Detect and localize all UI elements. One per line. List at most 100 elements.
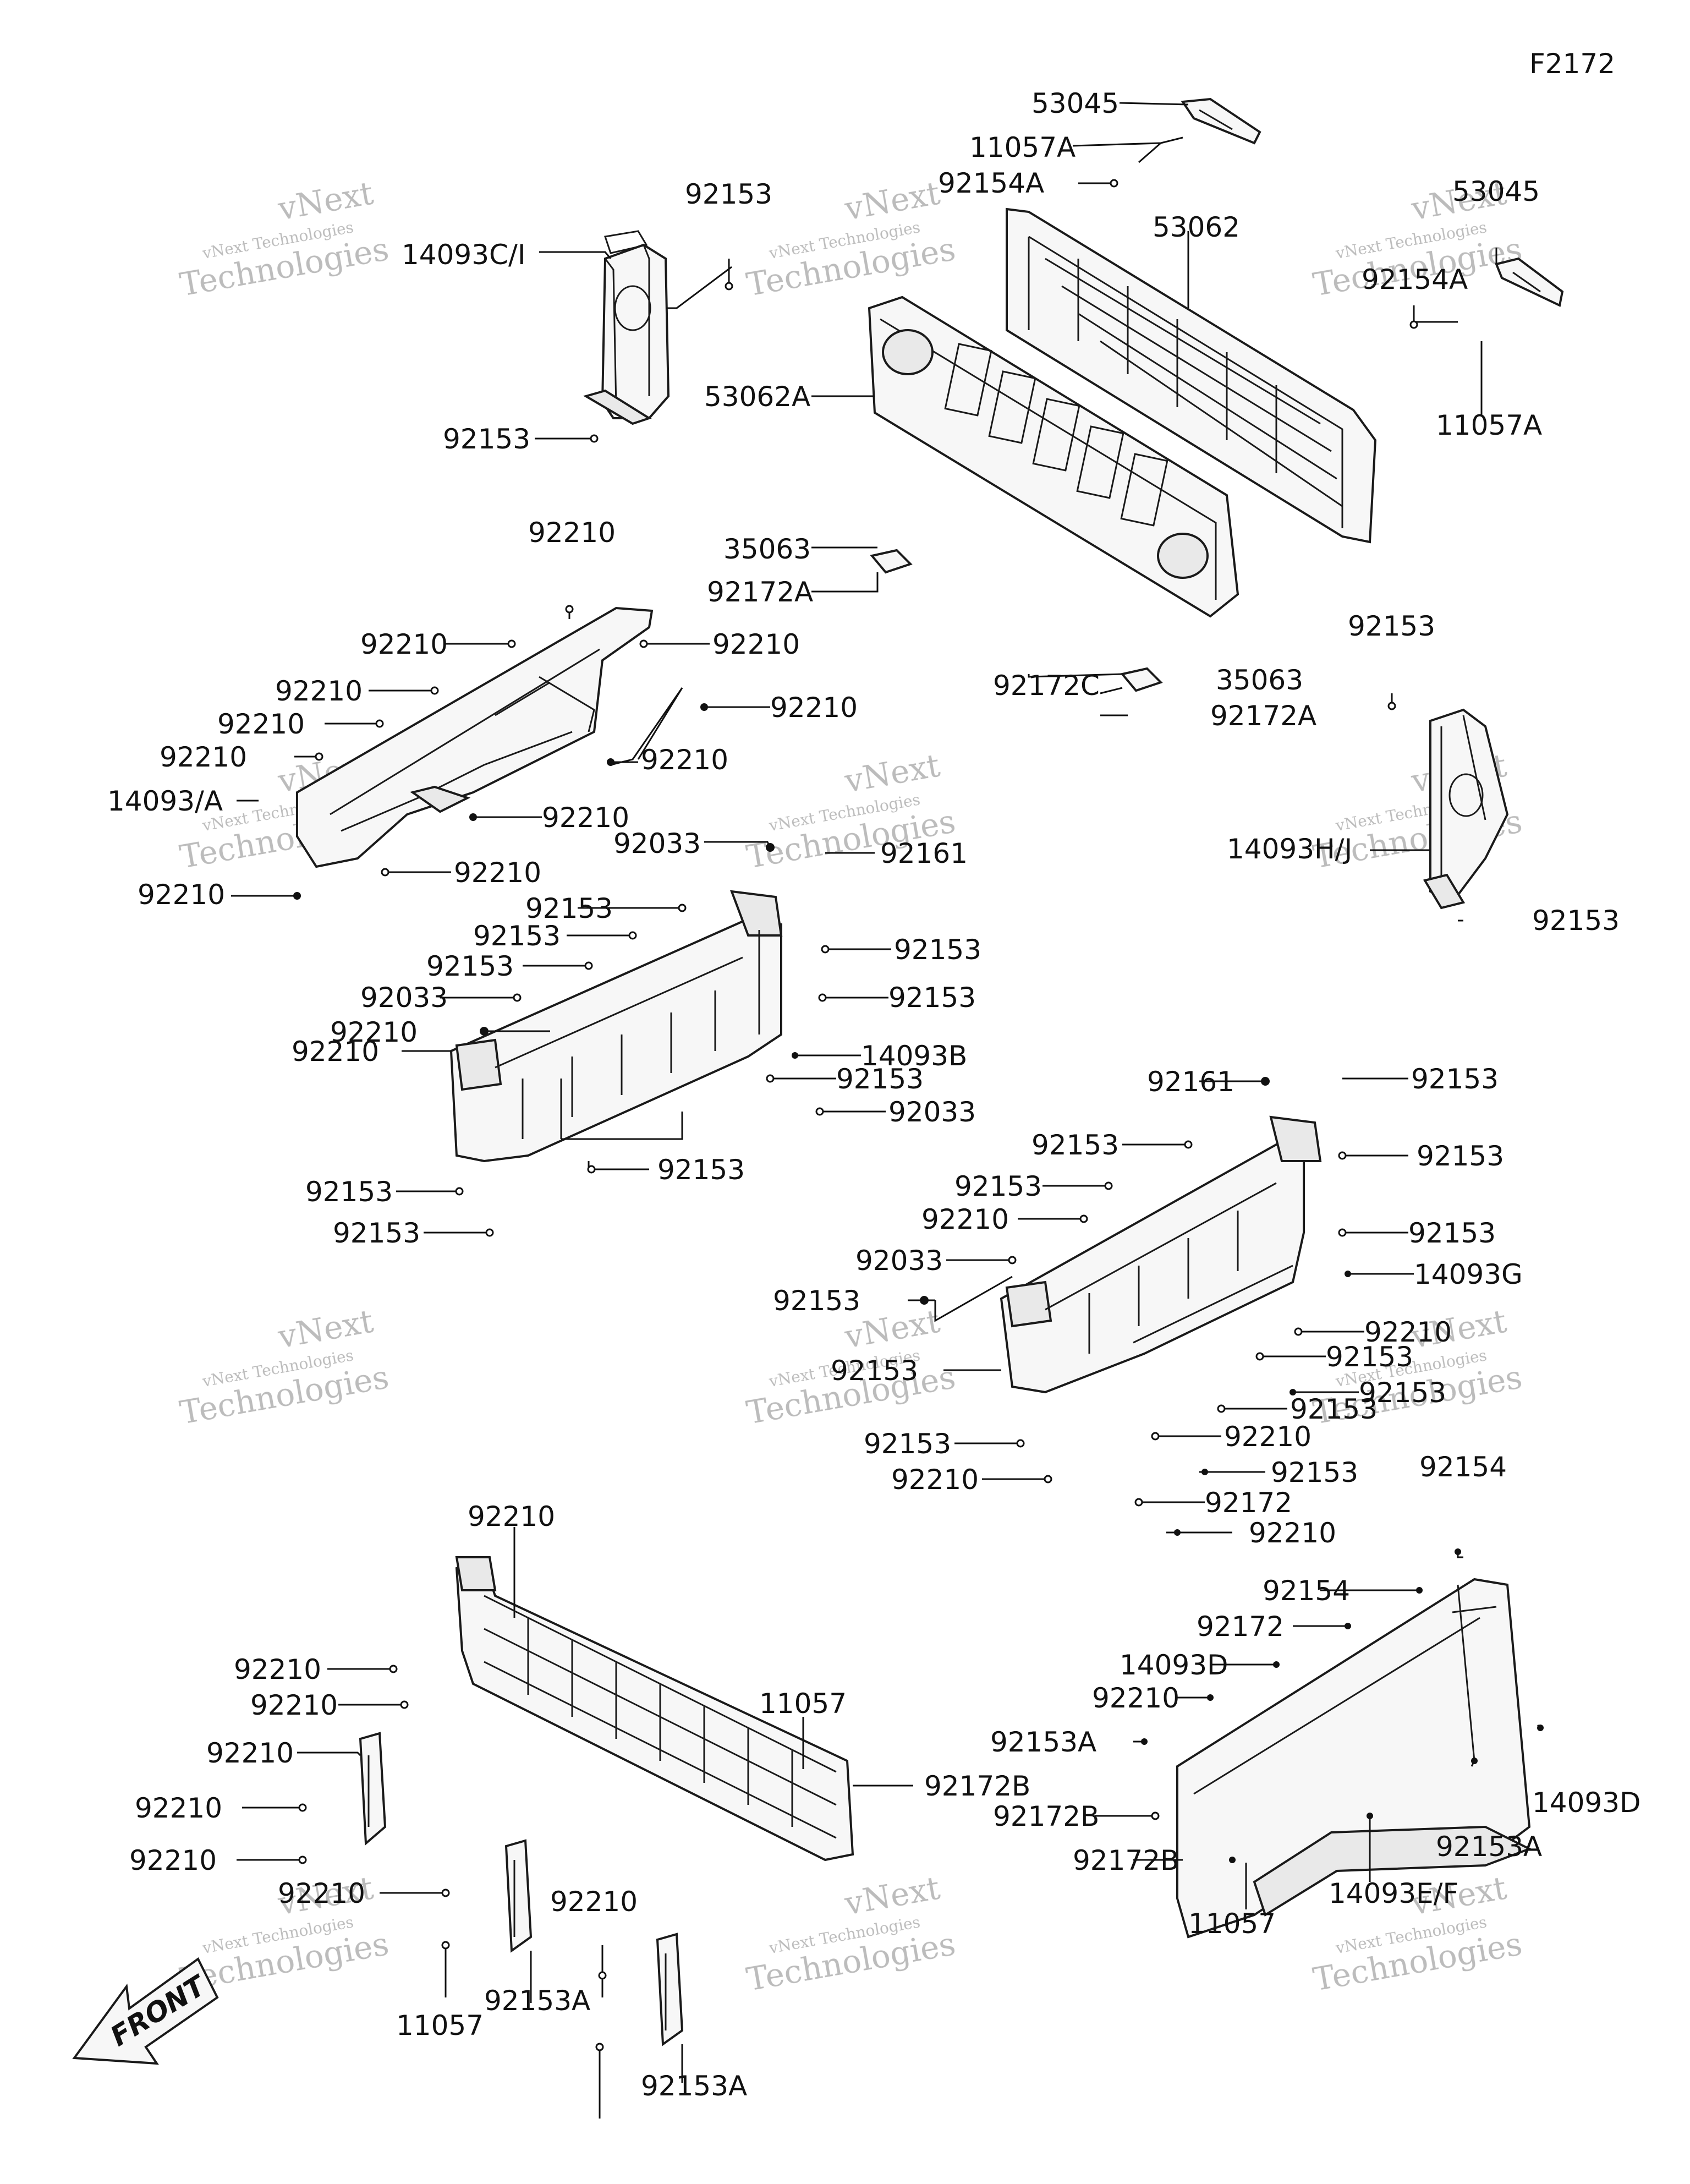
part-label: 92154A — [938, 167, 1044, 199]
fender-panel-14093e — [1176, 1578, 1532, 1939]
part-label: 92210 — [454, 857, 541, 889]
part-label: 92154A — [1362, 264, 1468, 295]
part-label: 92153 — [864, 1428, 951, 1460]
part-label: 92154 — [1419, 1451, 1507, 1483]
part-labels: 53045 11057A 92154A 92153 14093C/I 53062… — [107, 87, 1620, 2102]
part-label: 92153 — [888, 982, 976, 1014]
part-label: 92153 — [836, 1063, 924, 1095]
tailgate-inner-53062 — [1006, 207, 1377, 544]
part-label: 92153 — [473, 920, 561, 952]
part-label: 35063 — [723, 533, 811, 565]
corner-bracket-14093c — [583, 230, 670, 425]
part-label: 92153A — [484, 1985, 590, 2017]
part-label: 92172 — [1197, 1611, 1284, 1643]
part-label: 92153 — [443, 423, 530, 455]
part-label: 92210 — [528, 517, 616, 549]
part-label: 14093/A — [107, 785, 223, 817]
watermark: vNext Technologies vNext Technologies — [177, 174, 392, 303]
part-label: 92161 — [880, 838, 968, 869]
part-label: 92153 — [1532, 905, 1620, 937]
part-label: 92153 — [831, 1355, 918, 1387]
part-label: 14093D — [1532, 1787, 1641, 1819]
part-label: 92210 — [1364, 1316, 1452, 1348]
part-label: 92153 — [525, 893, 613, 924]
part-label: 92210 — [468, 1501, 555, 1532]
part-label: 92172B — [924, 1770, 1030, 1802]
front-arrow: FRONT — [72, 1957, 219, 2065]
part-label: 92210 — [275, 675, 363, 707]
part-label: 92033 — [888, 1096, 976, 1128]
part-label: 11057 — [759, 1688, 847, 1720]
corner-bracket-14093h — [1423, 708, 1509, 910]
bed-wall-14093g — [1000, 1115, 1322, 1394]
part-label: 35063 — [1216, 664, 1303, 696]
part-label: 92210 — [206, 1737, 294, 1769]
part-label: 11057 — [396, 2010, 484, 2041]
part-label: 92210 — [129, 1844, 217, 1876]
part-label: 11057 — [1188, 1908, 1276, 1940]
part-label: 92153A — [990, 1726, 1096, 1758]
svg-text:vNext: vNext — [275, 174, 376, 227]
part-label: 92210 — [292, 1036, 379, 1068]
part-label: 92210 — [550, 1886, 638, 1918]
svg-text:vNext: vNext — [842, 174, 943, 227]
part-label: 14093D — [1120, 1649, 1228, 1681]
part-label: 92210 — [250, 1689, 338, 1721]
side-cover-14093a — [296, 606, 654, 868]
part-label: 92153 — [1359, 1377, 1446, 1409]
bracket-11057-b — [504, 1839, 533, 1953]
part-label: 92153 — [894, 934, 981, 966]
part-label: 14093E/F — [1329, 1878, 1458, 1909]
part-label: 92153 — [773, 1285, 860, 1317]
part-label: 92210 — [234, 1654, 321, 1685]
part-label: 92210 — [217, 708, 305, 740]
hardware-dots — [293, 179, 1544, 2051]
part-label: 92153 — [1417, 1140, 1504, 1172]
part-label: 11057A — [969, 132, 1076, 163]
part-label: 92172B — [1073, 1844, 1179, 1876]
leader-lines — [231, 102, 1541, 2119]
svg-text:vNext: vNext — [275, 1302, 376, 1355]
part-label: 92153 — [1326, 1341, 1413, 1373]
bed-wall-14093b — [449, 890, 783, 1163]
part-label: 92033 — [855, 1245, 943, 1277]
part-label: 92153 — [333, 1217, 420, 1249]
part-label: 92172 — [1205, 1487, 1292, 1519]
part-label: 92153A — [641, 2070, 747, 2102]
part-label: 92210 — [1249, 1517, 1336, 1549]
part-label: 92153 — [1031, 1129, 1119, 1161]
clip-35063-a — [870, 549, 913, 574]
part-label: 14093H/J — [1227, 833, 1352, 865]
bracket-11057-c — [656, 1933, 684, 2046]
part-label: 11057A — [1436, 409, 1542, 441]
part-label: 92210 — [712, 628, 800, 660]
bracket-11057-a — [359, 1732, 387, 1846]
part-label: 92153 — [954, 1170, 1042, 1202]
part-label: 92210 — [641, 744, 728, 776]
grille-wall-14093d — [455, 1556, 854, 1862]
part-label: 53062A — [704, 381, 810, 413]
part-label: 92210 — [891, 1464, 979, 1496]
part-label: 92210 — [1224, 1421, 1312, 1453]
watermark: vNext Technologies vNext Technologies — [744, 1869, 958, 1998]
part-label: 92210 — [921, 1203, 1009, 1235]
part-label: 92210 — [360, 628, 448, 660]
part-label: 92153 — [1290, 1393, 1378, 1425]
part-label: 92210 — [135, 1792, 222, 1824]
part-label: 92153A — [1436, 1831, 1542, 1863]
part-label: 92153 — [1411, 1063, 1499, 1095]
part-label: 14093G — [1414, 1258, 1523, 1290]
part-label: 92172A — [1210, 700, 1316, 732]
part-label: 92210 — [160, 741, 247, 773]
part-label: 92161 — [1147, 1066, 1234, 1098]
part-label: 92172B — [993, 1800, 1099, 1832]
diagram-code: F2172 — [1529, 48, 1615, 80]
part-label: 92210 — [542, 802, 629, 834]
part-label: 92153 — [657, 1154, 745, 1186]
part-label: 92210 — [330, 1016, 418, 1048]
hinge-53045-top — [1181, 97, 1261, 145]
part-label: 92210 — [770, 692, 858, 724]
part-label: 92153 — [685, 178, 772, 210]
part-label: 53045 — [1031, 87, 1119, 119]
part-label: 92154 — [1263, 1575, 1350, 1607]
